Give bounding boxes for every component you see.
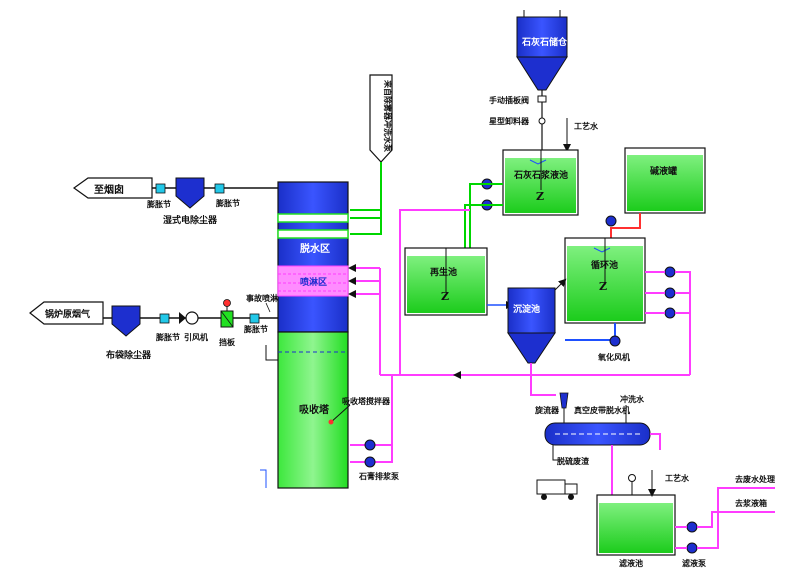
filtrate-tank: 工艺水 滤液池 滤液泵 去废水处理 去浆液箱: [596, 470, 775, 568]
expansion-joint-icon: [249, 313, 260, 324]
desulfurization-gypsum-label: 脱硫废渣: [557, 456, 590, 466]
emergency-spray-label: 事故喷淋: [246, 293, 278, 303]
expansion-joint-label: 膨胀节: [155, 332, 180, 342]
truck-icon: [536, 479, 578, 500]
pump-icon: [664, 287, 676, 299]
cyclone-icon: [559, 392, 569, 409]
pump-icon: [686, 542, 698, 554]
lime-slurry-tank: 石灰石浆液池 Z: [464, 149, 579, 250]
settling-tank-label: 沉淀池: [513, 303, 540, 315]
absorber-tower-label: 吸收塔: [299, 403, 330, 416]
tower-upper-section: [277, 181, 349, 333]
star-feeder-label: 星型卸料器: [489, 116, 530, 126]
alkali-tank-label: 碱液罐: [650, 165, 677, 177]
filtrate-tank-label: 滤液池: [619, 558, 643, 568]
manual-gate-valve-label: 手动插板阀: [489, 95, 529, 105]
wastewater-treatment-label: 去废水处理: [735, 474, 775, 484]
demister-flush-water-group: 来自除雾器冲洗水泵: [350, 74, 393, 235]
bag-filter-label: 布袋除尘器: [105, 349, 152, 361]
expansion-joint-icon: [159, 313, 170, 324]
demister-band: [277, 229, 349, 239]
to-gypsum-tank-label: 去浆液箱: [735, 498, 767, 508]
lime-silo-body: [516, 16, 568, 58]
tower-agitator-label: 吸收塔搅拌器: [342, 396, 391, 406]
regeneration-tank: 再生池 Z: [404, 247, 514, 316]
circulation-tank: 循环池 Z 氧化风机: [544, 237, 691, 375]
lime-silo-label: 石灰石储仓: [521, 36, 568, 48]
pump-icon: [664, 266, 676, 278]
agitator-mark: Z: [441, 290, 449, 303]
wet-esp-icon: [175, 177, 205, 209]
flush-water-source-arrow: [369, 74, 393, 163]
slurry-pipes: 石膏排浆泵: [348, 209, 690, 481]
damper-indicator-icon: [223, 299, 231, 307]
oxidation-fan-icon: [609, 335, 621, 347]
wet-esp-label: 湿式电除尘器: [163, 214, 218, 226]
expansion-joint-label: 膨胀节: [146, 199, 171, 209]
induced-fan-icon: [185, 311, 199, 325]
dewatering-group: 旋流器 真空皮带脱水机 冲洗水 脱硫废渣: [534, 392, 661, 500]
cyclone-label: 旋流器: [534, 405, 560, 415]
agitator-mark: Z: [536, 190, 544, 203]
pump-icon: [686, 521, 698, 533]
agitator-icon: [328, 419, 334, 425]
pump-icon: [364, 439, 376, 451]
process-water-label: 工艺水: [665, 473, 690, 483]
chimney-outlet-group: 至烟囱 膨胀节 膨胀节 湿式电除尘器: [72, 177, 278, 226]
boiler-flue-gas-arrow: [29, 301, 104, 325]
vacuum-belt-filter-label: 真空皮带脱水机: [574, 405, 630, 415]
oxidation-fan-label: 氧化风机: [597, 352, 630, 362]
induced-fan-label: 引风机: [184, 332, 208, 342]
damper-label: 挡板: [219, 337, 236, 347]
absorber-tower: 脱水区 喷淋区 吸收塔 吸收塔搅拌器: [260, 181, 391, 489]
bag-filter-icon: [111, 305, 141, 337]
expansion-joint-icon: [214, 183, 225, 194]
boiler-flue-gas-label: 锅炉原烟气: [44, 308, 90, 320]
expansion-joint-label: 膨胀节: [215, 198, 240, 208]
filtrate-pump-label: 滤液泵: [682, 558, 706, 568]
demister-band: [277, 213, 349, 223]
agitator-mark: Z: [599, 280, 607, 293]
manual-gate-valve-icon: [537, 95, 547, 103]
settling-tank: 沉淀池: [507, 287, 556, 396]
pump-icon: [664, 307, 676, 319]
process-water-label: 工艺水: [574, 121, 599, 131]
to-chimney-label: 至烟囱: [94, 183, 124, 196]
expansion-joint-label: 膨胀节: [243, 324, 268, 334]
expansion-joint-icon: [155, 183, 166, 194]
tower-lower-section: [277, 331, 349, 489]
demister-zone-label: 脱水区: [300, 242, 330, 255]
level-indicator-icon: [628, 474, 636, 482]
regeneration-tank-label: 再生池: [430, 266, 457, 278]
pump-icon: [605, 215, 617, 227]
pump-icon: [364, 456, 376, 468]
slurry-discharge-pump-label: 石膏排浆泵: [358, 471, 399, 481]
demister-flush-water-label: 来自除雾器冲洗水泵: [383, 79, 393, 152]
alkali-tank: 碱液罐: [605, 147, 706, 238]
boiler-inlet-group: 锅炉原烟气 布袋除尘器 膨胀节 引风机 挡板 膨胀节 事故喷淋: [29, 293, 278, 361]
star-feeder-icon: [538, 117, 546, 125]
spray-zone-label: 喷淋区: [300, 276, 327, 288]
flush-water-label: 冲洗水: [620, 394, 645, 404]
lime-silo-group: 石灰石储仓 手动插板阀 星型卸料器 工艺水: [489, 10, 599, 152]
